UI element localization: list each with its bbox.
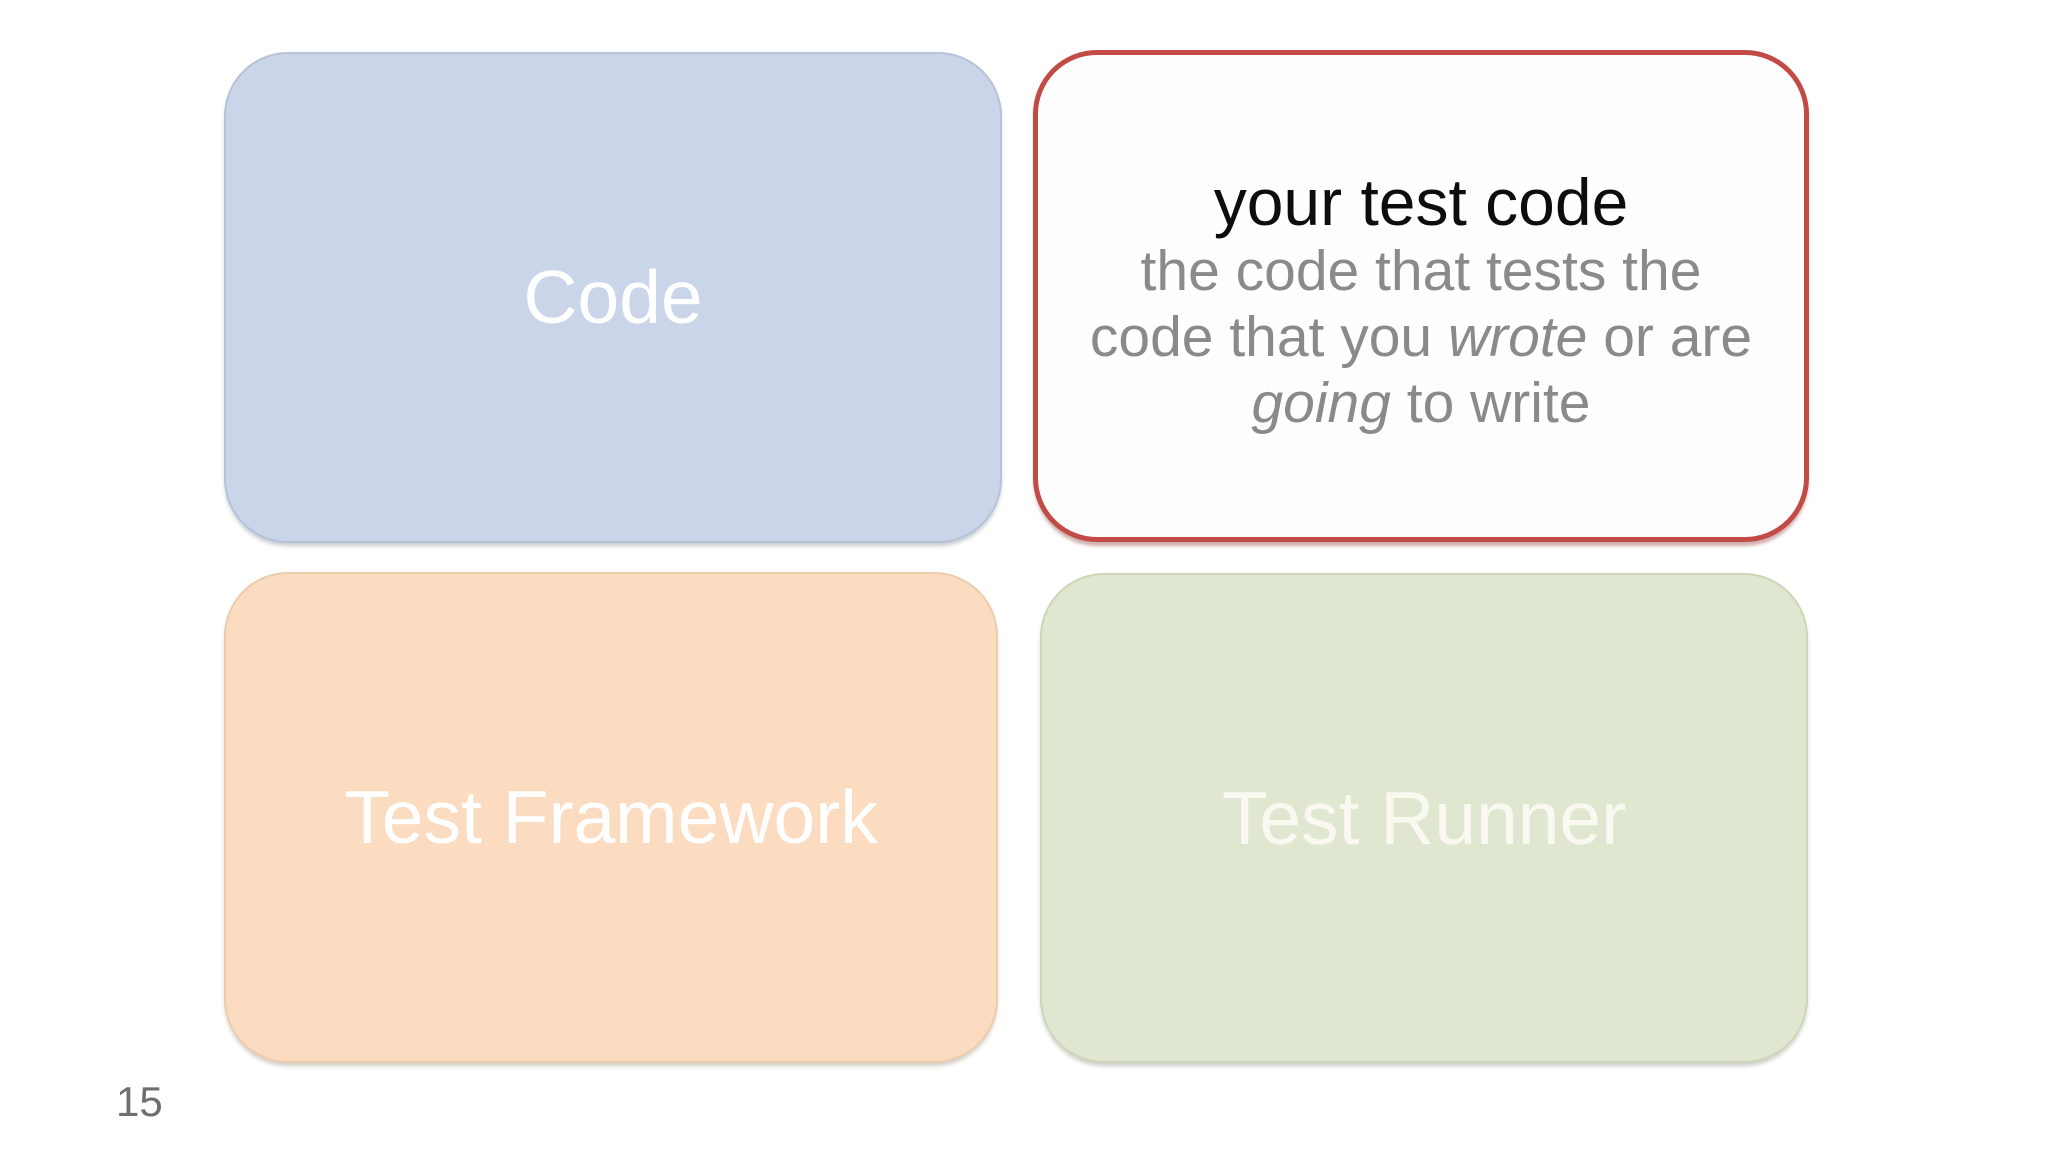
code-box: Code — [224, 52, 1002, 543]
subtitle-italic-segment: wrote — [1447, 305, 1588, 369]
test-framework-box: Test Framework — [224, 572, 998, 1063]
subtitle-line-2: code that you wrote or are — [1090, 304, 1752, 370]
test-framework-box-label: Test Framework — [344, 775, 878, 860]
your-test-code-box: your test code the code that tests the c… — [1033, 50, 1809, 542]
page-number: 15 — [116, 1078, 163, 1125]
code-box-label: Code — [523, 255, 703, 340]
subtitle-text-segment: to write — [1390, 371, 1591, 435]
subtitle-line-3: going to write — [1090, 370, 1752, 436]
subtitle-text-segment: the code that tests the — [1140, 239, 1702, 303]
test-runner-box-label: Test Runner — [1221, 775, 1627, 860]
subtitle-line-1: the code that tests the — [1090, 238, 1752, 304]
your-test-code-subtitle: the code that tests the code that you wr… — [1090, 238, 1752, 436]
subtitle-text-segment: code that you — [1089, 305, 1448, 369]
your-test-code-title: your test code — [1213, 165, 1629, 239]
test-runner-box: Test Runner — [1040, 573, 1808, 1063]
subtitle-italic-segment: going — [1251, 371, 1391, 435]
subtitle-text-segment: or are — [1587, 305, 1753, 369]
